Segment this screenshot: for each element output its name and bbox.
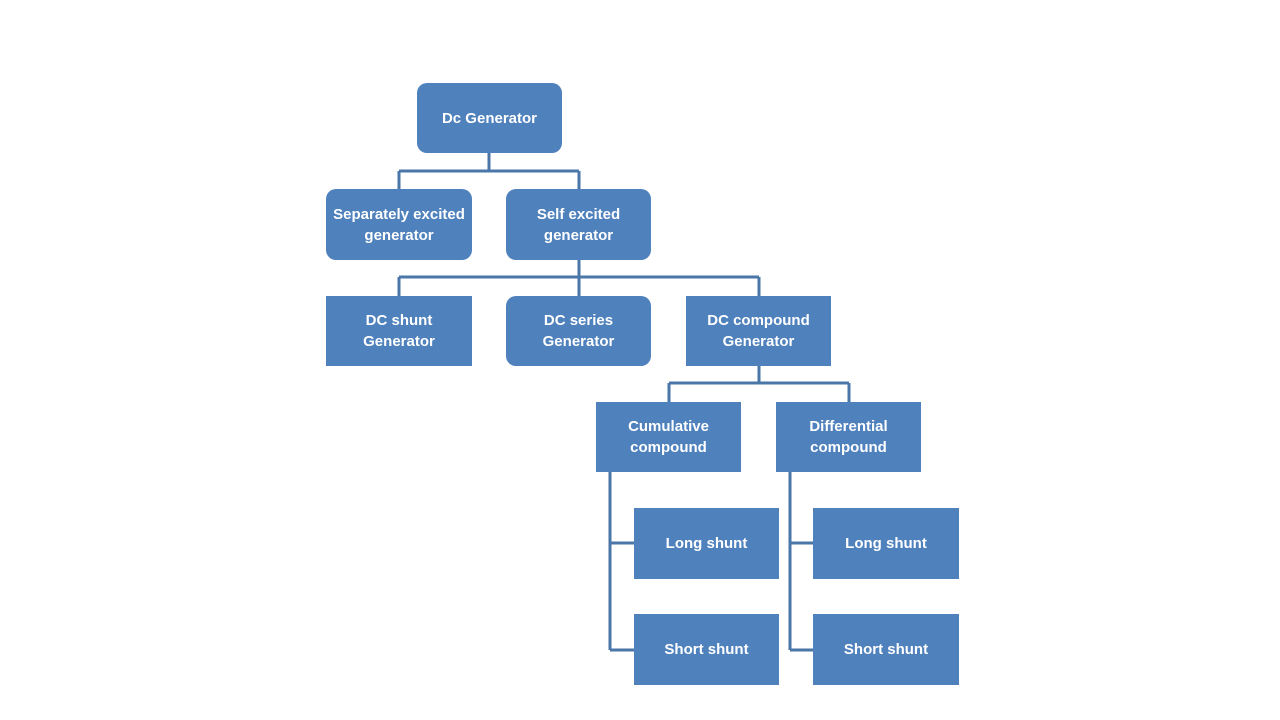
node-dc-shunt-line1: DC shunt [365, 312, 433, 329]
node-dc-shunt-line2: Generator [363, 333, 435, 350]
node-cumulative-line2: compound [630, 439, 707, 456]
node-dc-generator: Dc Generator [417, 83, 562, 153]
node-differential-short-shunt: Short shunt [813, 614, 959, 685]
node-separately-excited-line1: Separately excited [333, 205, 465, 223]
node-cumulative-short-shunt: Short shunt [634, 614, 779, 685]
node-dc-generator-label: Dc Generator [441, 109, 538, 127]
node-dc-shunt: DC shunt Generator [326, 296, 472, 366]
connector-self-excited [397, 259, 761, 296]
node-dc-series-line2: Generator [542, 333, 615, 350]
node-differential-line2: compound [810, 439, 887, 456]
node-cumulative-long-shunt: Long shunt [634, 508, 779, 579]
node-self-excited-line2: generator [543, 226, 614, 244]
node-differential-short-shunt-label: Short shunt [843, 641, 929, 658]
node-differential-line1: Differential [809, 418, 888, 435]
connector-compound [667, 365, 851, 402]
connector-differential [788, 471, 813, 652]
node-cumulative-line1: Cumulative [628, 418, 709, 435]
node-separately-excited-line2: generator [364, 226, 434, 244]
node-cumulative-long-shunt-label: Long shunt [665, 535, 748, 552]
node-dc-series-line1: DC series [543, 312, 614, 329]
node-dc-compound-line1: DC compound [707, 312, 810, 329]
node-cumulative-short-shunt-label: Short shunt [664, 641, 749, 658]
node-differential-long-shunt-label: Long shunt [845, 535, 927, 552]
node-separately-excited: Separately excited generator [326, 189, 472, 260]
connector-cumulative [608, 471, 634, 652]
node-differential-long-shunt: Long shunt [813, 508, 959, 579]
node-differential-compound: Differential compound [776, 402, 921, 472]
node-self-excited: Self excited generator [506, 189, 651, 260]
connector-root [397, 153, 581, 189]
node-cumulative-compound: Cumulative compound [596, 402, 741, 472]
node-dc-series: DC series Generator [506, 296, 651, 366]
node-self-excited-line1: Self excited [536, 205, 621, 223]
node-dc-compound-line2: Generator [722, 333, 795, 350]
node-dc-compound: DC compound Generator [686, 296, 831, 366]
